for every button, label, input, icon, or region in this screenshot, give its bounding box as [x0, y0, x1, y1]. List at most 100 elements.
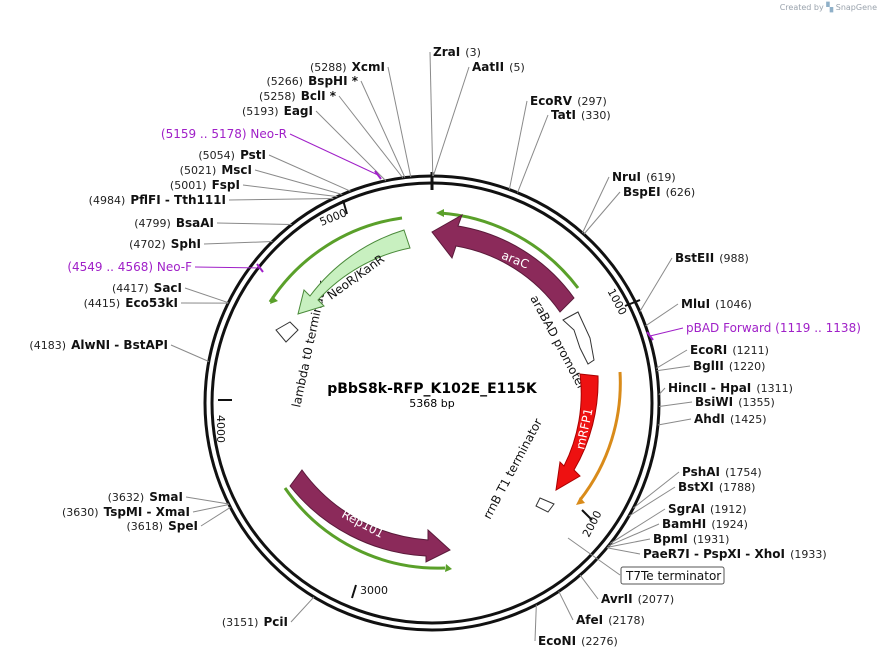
neokanr-feature[interactable]	[297, 229, 411, 315]
site-leader-line	[639, 257, 673, 312]
restriction-site-label[interactable]: (3632) SmaI	[108, 486, 183, 505]
site-name: TatI	[551, 108, 576, 122]
restriction-site-label[interactable]: BstEII (988)	[675, 247, 749, 266]
site-position: (297)	[577, 95, 607, 108]
site-name: HincII - HpaI	[668, 381, 751, 395]
site-name: PstI	[240, 148, 266, 162]
mrfp1-feature[interactable]	[555, 373, 599, 491]
restriction-site-label[interactable]: (5288) XcmI	[310, 56, 385, 75]
site-position: (330)	[581, 109, 611, 122]
site-position: (4799)	[134, 217, 171, 230]
restriction-site-label[interactable]: (5193) EagI	[242, 100, 313, 119]
restriction-site-label[interactable]: (5001) FspI	[170, 174, 240, 193]
restriction-site-label[interactable]: (3618) SpeI	[126, 515, 198, 534]
primer-leader-line	[289, 133, 379, 176]
site-position: (5288)	[310, 61, 347, 74]
site-name: MluI	[681, 297, 710, 311]
site-name: BsiWI	[695, 395, 733, 409]
restriction-site-label[interactable]: (4415) Eco53kI	[84, 292, 178, 311]
restriction-site-label[interactable]: (4984) PflFI - Tth111I	[89, 189, 226, 208]
lambda-t0-terminator-feature[interactable]	[275, 321, 299, 343]
restriction-site-label[interactable]: (5021) MscI	[180, 159, 252, 178]
restriction-site-label[interactable]: NruI (619)	[612, 166, 676, 185]
restriction-site-label[interactable]: EcoRV (297)	[530, 90, 607, 109]
site-position: (4984)	[89, 194, 126, 207]
restriction-site-label[interactable]: (4183) AlwNI - BstAPI	[29, 334, 168, 353]
t7te-terminator-box[interactable]	[620, 566, 725, 585]
restriction-site-label[interactable]: (4417) SacI	[112, 277, 182, 296]
site-name: SphI	[171, 237, 201, 251]
restriction-site-label[interactable]: (5266) BspHI *	[266, 70, 358, 89]
restriction-site-label[interactable]: AhdI (1425)	[694, 408, 767, 427]
site-leader-line	[290, 596, 315, 623]
rep-track	[283, 487, 446, 570]
site-name: XcmI	[352, 60, 385, 74]
rrnb-terminator-feature[interactable]	[535, 497, 555, 513]
site-leader-lines	[170, 51, 693, 642]
tick-1000	[624, 299, 641, 307]
primer-label[interactable]: (4549 .. 4568) Neo-F	[67, 260, 192, 274]
site-position: (1933)	[790, 548, 827, 561]
site-position: (1220)	[729, 360, 766, 373]
restriction-site-label[interactable]: HincII - HpaI (1311)	[668, 377, 793, 396]
site-name: MscI	[221, 163, 252, 177]
tick-2000	[581, 509, 593, 521]
snapgene-logo-icon: ▚	[826, 3, 834, 13]
primer-label[interactable]: pBAD Forward (1119 .. 1138)	[686, 321, 861, 335]
restriction-site-label[interactable]: (4799) BsaAI	[134, 212, 214, 231]
site-name: AvrII	[601, 592, 633, 606]
restriction-site-label[interactable]: BamHI (1924)	[662, 513, 748, 532]
site-position: (5258)	[259, 90, 296, 103]
site-leader-line	[607, 538, 651, 548]
site-position: (3618)	[126, 520, 163, 533]
restriction-site-label[interactable]: (3630) TspMI - XmaI	[62, 501, 190, 520]
restriction-site-label[interactable]: BspEI (626)	[623, 181, 695, 200]
arac-feature[interactable]	[431, 213, 575, 313]
restriction-site-label[interactable]: BpmI (1931)	[653, 528, 729, 547]
site-name: BglII	[693, 359, 724, 373]
site-name: NruI	[612, 170, 641, 184]
restriction-site-label[interactable]: SgrAI (1912)	[668, 498, 747, 517]
primer-binding-marker	[646, 331, 654, 341]
site-position: (2178)	[608, 614, 645, 627]
site-name: AfeI	[576, 613, 603, 627]
restriction-site-label[interactable]: (3151) PciI	[222, 611, 288, 630]
site-position: (5021)	[180, 164, 217, 177]
restriction-site-label[interactable]: BglII (1220)	[693, 355, 765, 374]
site-name: AatII	[472, 60, 504, 74]
restriction-site-label[interactable]: TatI (330)	[551, 104, 611, 123]
primer-label[interactable]: (5159 .. 5178) Neo-R	[161, 127, 287, 141]
restriction-site-label[interactable]: AvrII (2077)	[601, 588, 674, 607]
restriction-site-label[interactable]: (5054) PstI	[198, 144, 266, 163]
site-position: (1931)	[693, 533, 730, 546]
site-leader-line	[184, 287, 229, 304]
restriction-site-label[interactable]: EcoNI (2276)	[538, 630, 618, 649]
site-leader-line	[254, 169, 343, 195]
site-position: (4415)	[84, 297, 121, 310]
site-position: (5266)	[266, 75, 303, 88]
restriction-site-label[interactable]: BsiWI (1355)	[695, 391, 775, 410]
site-name: BstEII	[675, 251, 714, 265]
restriction-site-label[interactable]: ZraI (3)	[433, 41, 481, 60]
restriction-site-label[interactable]: PaeR7I - PspXI - XhoI (1933)	[643, 543, 827, 562]
restriction-site-label[interactable]: (4702) SphI	[129, 233, 201, 252]
site-position: (1211)	[732, 344, 769, 357]
restriction-site-label[interactable]: EcoRI (1211)	[690, 339, 769, 358]
tick-3000	[351, 584, 357, 599]
site-name: EagI	[284, 104, 313, 118]
restriction-site-label[interactable]: AfeI (2178)	[576, 609, 645, 628]
restriction-site-label[interactable]: (5258) BclI *	[259, 85, 337, 104]
site-position: (1311)	[756, 382, 793, 395]
site-name: SmaI	[149, 490, 183, 504]
arabad-promoter-feature[interactable]	[562, 311, 595, 365]
rep101-feature[interactable]	[289, 469, 451, 563]
site-name: EcoRV	[530, 94, 573, 108]
restriction-site-label[interactable]: AatII (5)	[472, 56, 525, 75]
restriction-site-label[interactable]: MluI (1046)	[681, 293, 752, 312]
restriction-site-label[interactable]: PshAI (1754)	[682, 461, 762, 480]
restriction-site-label[interactable]: BstXI (1788)	[678, 476, 755, 495]
primer-labels: (5159 .. 5178) Neo-R (4549 .. 4568) Neo-F…	[67, 127, 861, 341]
site-leader-line	[628, 486, 676, 517]
site-leader-line	[534, 604, 537, 642]
site-leader-line	[185, 496, 229, 505]
